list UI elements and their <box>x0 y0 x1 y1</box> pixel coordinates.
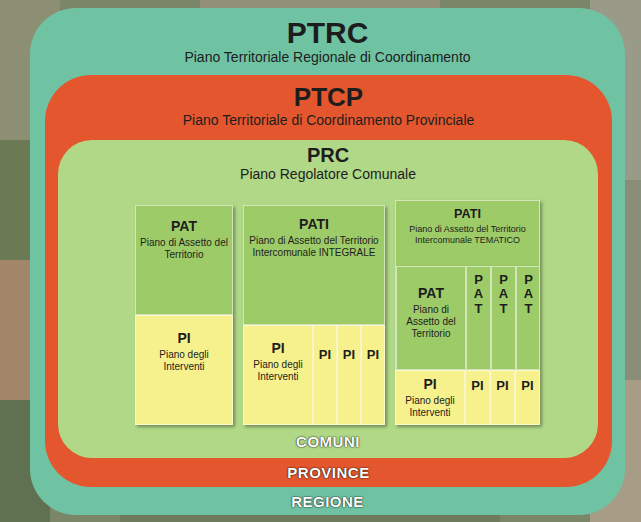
plan-acronym: PI <box>317 348 333 363</box>
plan-box: PAT Piano di Assetto del Territorio <box>396 266 466 370</box>
plan-acronym: PI <box>365 348 381 363</box>
plan-box: PI <box>465 370 490 425</box>
region-band: PTRCPiano Territoriale Regionale di Coor… <box>30 8 625 515</box>
plan-acronym: PI <box>494 379 511 394</box>
band-heading: PRCPiano Regolatore Comunale <box>58 140 598 183</box>
plan-box: PAT <box>491 266 516 370</box>
plan-acronym: PI <box>341 348 357 363</box>
plan-box: PATI Piano di Assetto del Territorio Inte… <box>395 200 540 370</box>
plan-box: PI Piano degli Interventi <box>243 325 313 425</box>
plan-acronym: PATI <box>399 207 536 221</box>
level-label-holder: COMUNI <box>58 433 598 450</box>
plan-name: Piano di Assetto del Territorio Intercom… <box>247 235 381 259</box>
plan-acronym: PTCP <box>45 83 612 112</box>
plan-acronym: PTRC <box>30 16 625 49</box>
plan-name: Piano Territoriale di Coordinamento Prov… <box>45 112 612 129</box>
plan-name: Piano di Assetto del Territorio <box>139 237 229 261</box>
plan-name: Piano di Assetto del Territorio <box>400 304 462 340</box>
plan-acronym: PI <box>139 330 229 346</box>
plan-box: PI <box>490 370 515 425</box>
plan-acronym: PRC <box>58 144 598 166</box>
plan-name: Piano Territoriale Regionale di Coordina… <box>30 49 625 66</box>
level-label-holder: PROVINCE <box>45 464 612 481</box>
plan-name: Piano degli Interventi <box>139 349 229 373</box>
province-band: PTCPPiano Territoriale di Coordinamento … <box>45 75 612 487</box>
plan-box: PI <box>337 325 361 425</box>
band-heading: PTRCPiano Territoriale Regionale di Coor… <box>30 8 625 66</box>
municipal-band: PRCPiano Regolatore ComunaleCOMUNI PAT Pia… <box>58 140 598 458</box>
plan-box: PI Piano degli Interventi <box>135 315 233 425</box>
plan-acronym: PAT <box>400 285 462 301</box>
plan-acronym: PI <box>399 376 461 392</box>
plan-acronym: PAT <box>522 273 535 316</box>
plan-box: PAT <box>516 266 540 370</box>
plan-acronym: PAT <box>497 273 510 316</box>
plan-acronym: PI <box>247 340 309 356</box>
plan-name: Piano di Assetto del Territorio Intercom… <box>399 224 536 246</box>
plan-name: Piano degli Interventi <box>399 395 461 419</box>
plan-acronym: PI <box>469 379 486 394</box>
level-label-holder: REGIONE <box>30 493 625 510</box>
level-label: REGIONE <box>30 493 625 510</box>
plan-box: PI Piano degli Interventi <box>395 370 465 425</box>
plan-acronym: PAT <box>139 218 229 234</box>
plan-box: PAT <box>466 266 491 370</box>
plan-box: PAT Piano di Assetto del Territorio <box>135 205 233 315</box>
band-heading: PTCPPiano Territoriale di Coordinamento … <box>45 75 612 128</box>
level-label: COMUNI <box>58 433 598 450</box>
plan-acronym: PATI <box>247 216 381 232</box>
plan-box: PI <box>515 370 540 425</box>
level-label: PROVINCE <box>45 464 612 481</box>
plan-name: Piano Regolatore Comunale <box>58 166 598 183</box>
plan-box: PI <box>313 325 337 425</box>
plan-box: PATI Piano di Assetto del Territorio Inte… <box>243 205 385 325</box>
plan-acronym: PI <box>519 379 536 394</box>
plan-acronym: PAT <box>472 273 485 316</box>
plan-name: Piano degli Interventi <box>247 359 309 383</box>
plan-box: PI <box>361 325 385 425</box>
